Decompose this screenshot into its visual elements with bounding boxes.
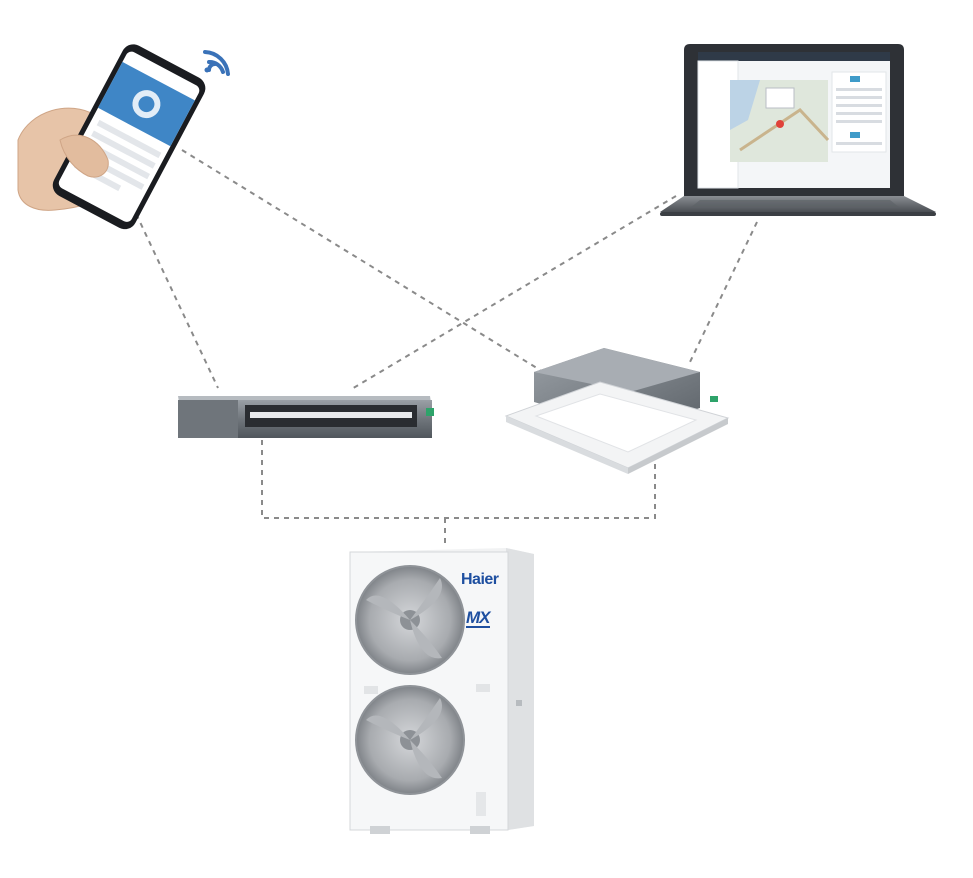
cassette-indoor-unit-icon — [504, 348, 730, 474]
ducted-indoor-unit-icon — [178, 396, 434, 438]
fan-bottom-icon — [355, 685, 465, 795]
brand-logo: Haier — [461, 571, 499, 588]
thumb-icon — [59, 134, 109, 178]
outdoor-unit-icon — [349, 548, 534, 834]
link-indoor-outdoor — [261, 440, 656, 519]
series-logo: MX — [466, 608, 490, 628]
smartphone-icon — [17, 44, 206, 230]
link-phone-cassette — [181, 149, 541, 371]
laptop-icon — [660, 44, 936, 216]
wifi-icon — [203, 50, 230, 76]
link-phone-ducted — [131, 204, 219, 389]
connection-lines — [131, 149, 758, 548]
fan-top-icon — [355, 565, 465, 675]
link-laptop-cassette — [689, 221, 758, 363]
link-laptop-ducted — [349, 195, 677, 391]
